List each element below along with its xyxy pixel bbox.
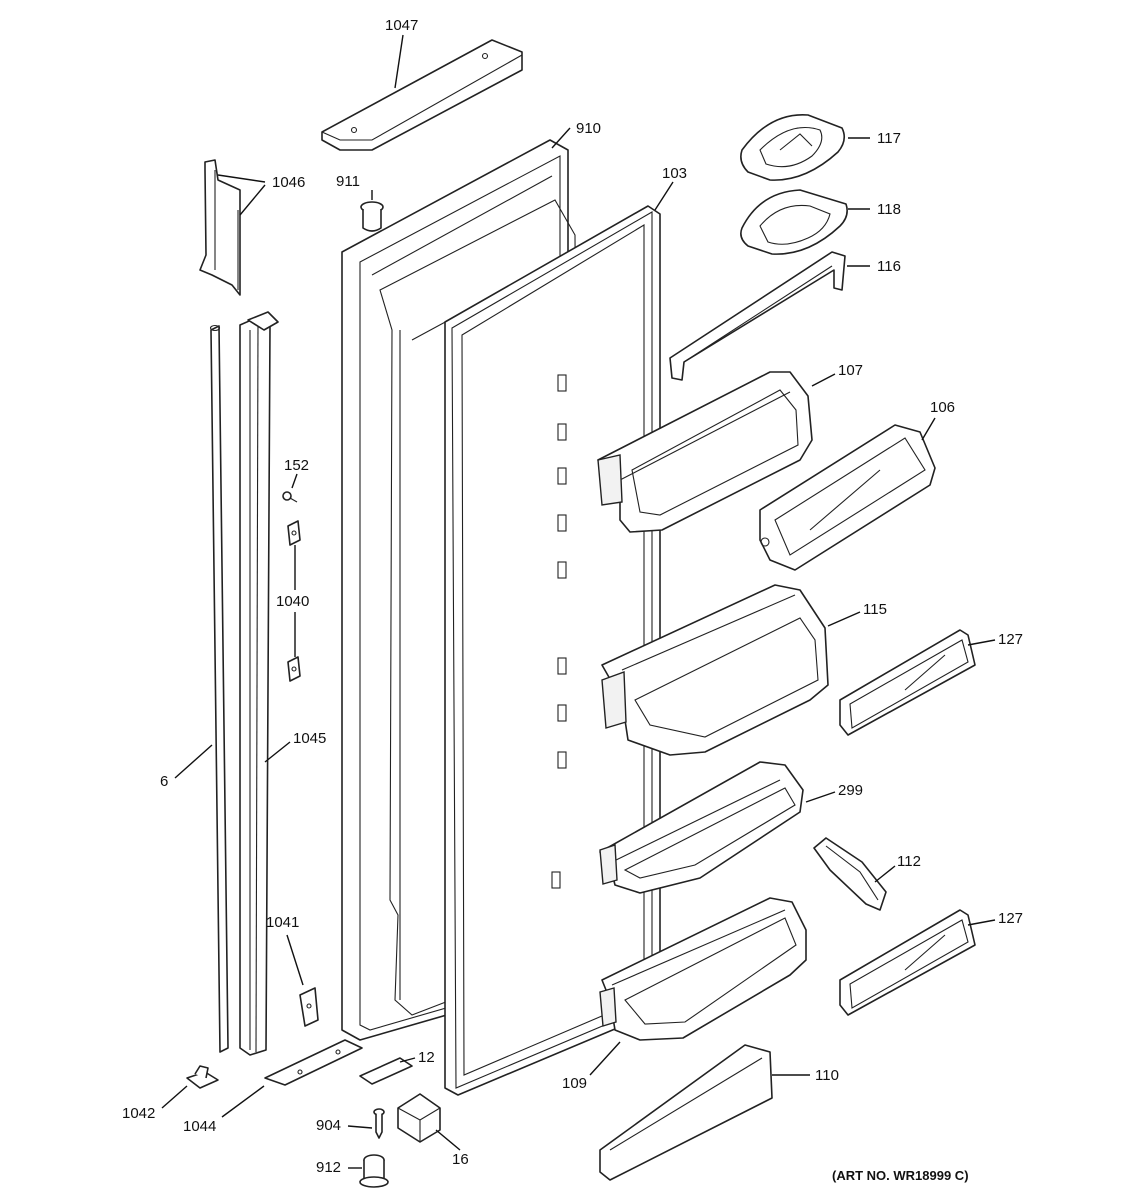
label-127-upper: 127 [998,631,1023,648]
leader-1045 [264,741,291,763]
label-1044: 1044 [183,1118,216,1135]
label-912: 912 [316,1159,341,1176]
label-1047: 1047 [385,17,418,34]
part-1046-mullion-bracket [199,159,241,296]
label-110: 110 [815,1067,839,1084]
leader-109 [589,1041,621,1076]
label-116: 116 [877,258,901,275]
label-1041: 1041 [266,914,299,931]
part-912-bushing [359,1154,389,1188]
part-911-hinge-bushing [360,201,384,232]
leader-103 [654,181,674,211]
leader-910 [551,127,571,149]
part-16-door-stop [397,1093,441,1143]
part-117-dairy-cover [740,114,846,181]
part-106-bin-cover [759,424,936,571]
leader-106 [921,417,936,441]
part-299-door-bin [599,761,804,894]
part-1040-clip-upper [287,520,301,546]
part-103-door-gasket [444,205,661,1096]
part-1047-door-cap [321,39,523,151]
leader-16 [435,1129,461,1151]
leader-6 [174,744,213,779]
part-107-door-bin [597,371,813,533]
label-911: 911 [336,173,360,190]
part-115-door-bin [601,584,829,756]
label-127-lower: 127 [998,910,1023,927]
part-116-retainer [669,251,846,381]
label-117: 117 [877,130,901,147]
leader-299 [805,791,836,803]
leader-127a [967,639,996,646]
label-118: 118 [877,201,901,218]
label-904: 904 [316,1117,341,1134]
part-152-screw [282,491,298,503]
label-910: 910 [576,120,601,137]
part-112-small-cover [813,837,887,911]
leader-107 [811,373,836,387]
label-299: 299 [838,782,863,799]
part-1044-hinge-plate [264,1039,363,1086]
leader-1041 [286,934,304,986]
leader-12 [399,1057,416,1063]
leader-1047 [394,34,404,89]
part-1042-hinge [186,1065,219,1089]
leader-1046-b [239,184,266,216]
part-6-rod [209,324,229,1053]
part-127-cover-lower [839,909,976,1016]
label-16: 16 [452,1151,469,1168]
label-1040: 1040 [276,593,309,610]
label-106: 106 [930,399,955,416]
part-109-door-bin [599,897,807,1041]
part-1041-bracket [299,987,319,1027]
label-109: 109 [562,1075,587,1092]
leader-152 [291,473,298,489]
label-1045: 1045 [293,730,326,747]
leader-1046-a [217,174,266,183]
label-152: 152 [284,457,309,474]
leader-1042 [161,1085,188,1109]
part-118-dairy-tray [740,189,848,255]
leader-127b [967,919,996,926]
label-1046: 1046 [272,174,305,191]
label-115: 115 [863,601,887,618]
label-12: 12 [418,1049,435,1066]
part-904-screw [373,1108,385,1139]
art-number: (ART NO. WR18999 C) [832,1168,969,1183]
part-1045-channel [239,311,279,1056]
part-12-cam [359,1057,413,1085]
leader-1044 [221,1085,265,1118]
part-127-cover-upper [839,629,976,736]
part-110-bin-front [599,1044,773,1181]
leader-lines [161,34,996,1169]
label-103: 103 [662,165,687,182]
part-1040-clip-lower [287,656,301,682]
leader-112 [874,865,896,883]
label-107: 107 [838,362,863,379]
label-112: 112 [897,853,921,870]
label-1042: 1042 [122,1105,155,1122]
leader-904 [347,1125,373,1129]
part-labels: 1047 910 911 1046 103 117 118 116 107 10… [122,17,1023,1176]
label-6: 6 [160,773,168,790]
leader-115 [827,611,861,627]
